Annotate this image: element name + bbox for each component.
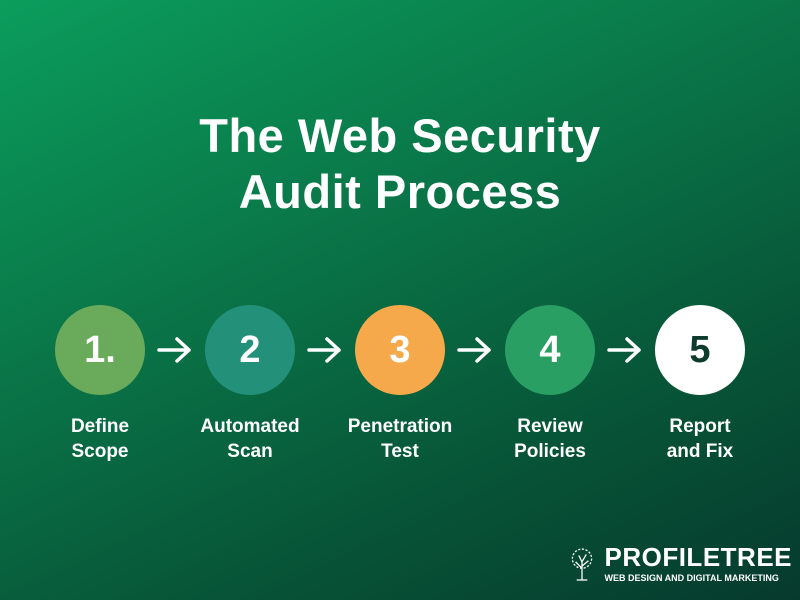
step-number: 5 (689, 328, 711, 371)
profiletree-logo: PROFILETREE WEB DESIGN AND DIGITAL MARKE… (566, 544, 792, 583)
label-line: Test (381, 441, 419, 462)
step-1-circle: 1. (55, 305, 145, 395)
label-line: Scan (227, 441, 273, 462)
title-line-2: Audit Process (238, 165, 562, 218)
arrow-right-icon (157, 337, 191, 363)
label-line: and Fix (666, 441, 734, 462)
step-3-circle: 3 (355, 305, 445, 395)
title-line-1: The Web Security (199, 109, 601, 162)
label-line: Policies (514, 441, 586, 462)
step-4-circle: 4 (505, 305, 595, 395)
logo-text: PROFILETREE WEB DESIGN AND DIGITAL MARKE… (604, 544, 792, 583)
step-2-circle: 2 (205, 305, 295, 395)
label-line: Report (669, 416, 731, 437)
arrow-right-icon (307, 337, 341, 363)
step-5-label: Report and Fix (630, 414, 770, 464)
label-line: Review (517, 416, 583, 437)
label-line: Penetration (347, 416, 453, 437)
step-number: 4 (539, 328, 561, 371)
logo-tagline: WEB DESIGN AND DIGITAL MARKETING (604, 573, 779, 583)
label-line: Define (70, 416, 130, 437)
tree-icon (572, 547, 593, 581)
page-title: The Web Security Audit Process (0, 108, 800, 220)
step-number: 2 (239, 328, 261, 371)
label-line: Scope (71, 441, 129, 462)
step-5-circle: 5 (655, 305, 745, 395)
label-line: Automated (200, 416, 300, 437)
step-number: 1. (84, 328, 116, 371)
logo-name: PROFILETREE (604, 542, 792, 572)
arrow-right-icon (457, 337, 491, 363)
step-number: 3 (389, 328, 411, 371)
arrow-right-icon (607, 337, 641, 363)
